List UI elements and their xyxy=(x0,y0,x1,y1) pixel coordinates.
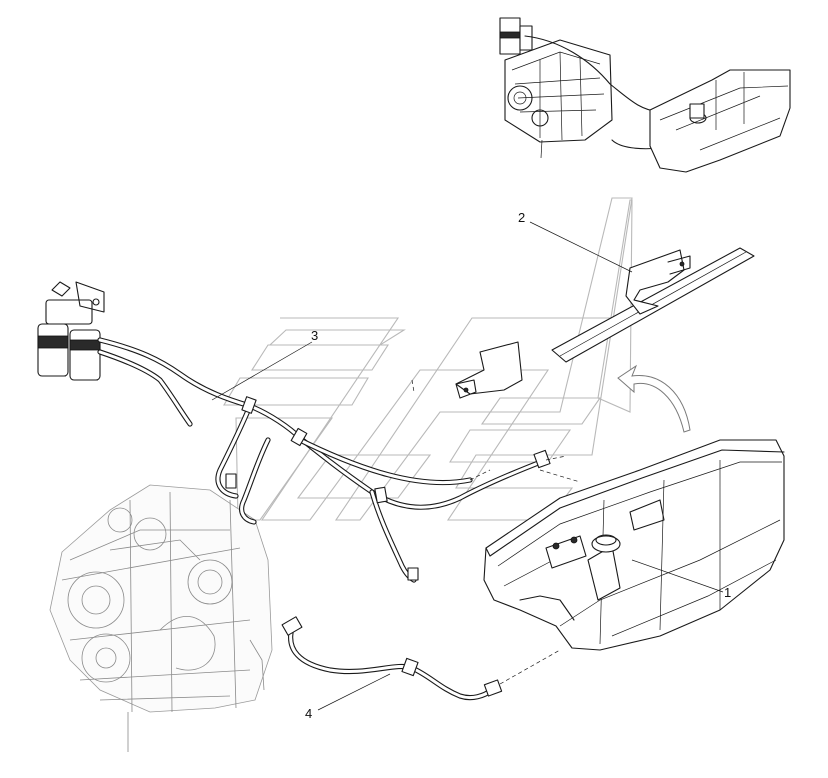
callout-2-label: 2 xyxy=(518,210,525,225)
fuel-tank xyxy=(483,439,785,651)
callout-4-label: 4 xyxy=(305,706,312,721)
callout-2: 2 xyxy=(518,210,633,273)
engine-ghost xyxy=(49,484,273,752)
tank-mounting-bracket-and-strap xyxy=(411,247,755,399)
callout-4: 4 xyxy=(305,673,391,721)
inset-tank xyxy=(649,69,791,173)
fuel-filter-assembly xyxy=(37,281,105,381)
callout-1-label: 1 xyxy=(724,585,731,600)
overview-inset xyxy=(499,17,791,173)
callout-3: 3 xyxy=(211,328,318,401)
curved-arrow-icon xyxy=(617,364,691,433)
return-hose xyxy=(281,616,561,701)
fuel-line-harness xyxy=(37,281,567,583)
inset-engine xyxy=(499,17,613,159)
callout-1: 1 xyxy=(631,559,731,600)
callout-3-label: 3 xyxy=(311,328,318,343)
brand-watermark-icon xyxy=(223,197,640,521)
